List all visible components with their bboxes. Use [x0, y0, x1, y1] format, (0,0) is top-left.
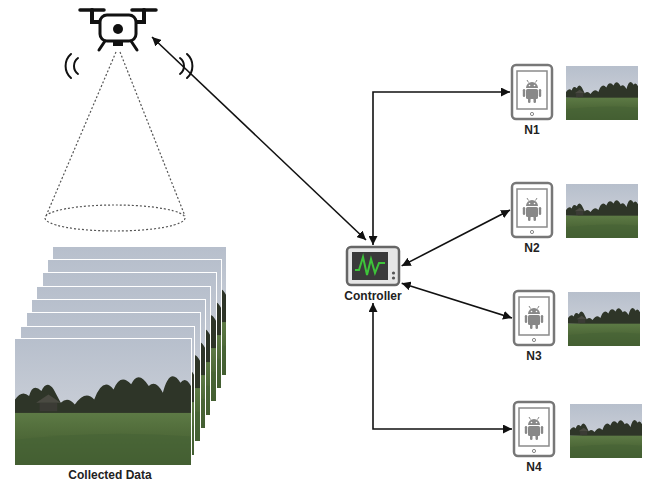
node-icon [345, 245, 401, 287]
link-arrow [402, 283, 512, 318]
node-label: N3 [526, 349, 541, 363]
node-label: Controller [344, 289, 401, 303]
device-node: N1 [510, 63, 554, 137]
device-node: N4 [512, 400, 556, 474]
node-label: N4 [526, 460, 541, 474]
node-label: N1 [524, 123, 539, 137]
controller-node: Controller [344, 245, 401, 303]
node-icon [510, 63, 554, 121]
link-arrow [373, 92, 510, 245]
caption-label: Collected Data [68, 468, 151, 482]
link-arrow [402, 210, 510, 266]
drone-link-arrow [152, 37, 366, 240]
camera-cone [45, 52, 185, 231]
device-photo [566, 184, 638, 238]
device-photo [570, 404, 642, 458]
device-node: N3 [512, 289, 556, 363]
device-photo [568, 292, 640, 346]
node-icon [510, 181, 554, 239]
drone-icon [80, 10, 156, 50]
link-arrow [373, 303, 512, 429]
device-photo [566, 66, 638, 120]
node-label: N2 [524, 241, 539, 255]
photo-stack [14, 246, 227, 466]
device-node: N2 [510, 181, 554, 255]
node-icon [512, 289, 556, 347]
node-icon [512, 400, 556, 458]
